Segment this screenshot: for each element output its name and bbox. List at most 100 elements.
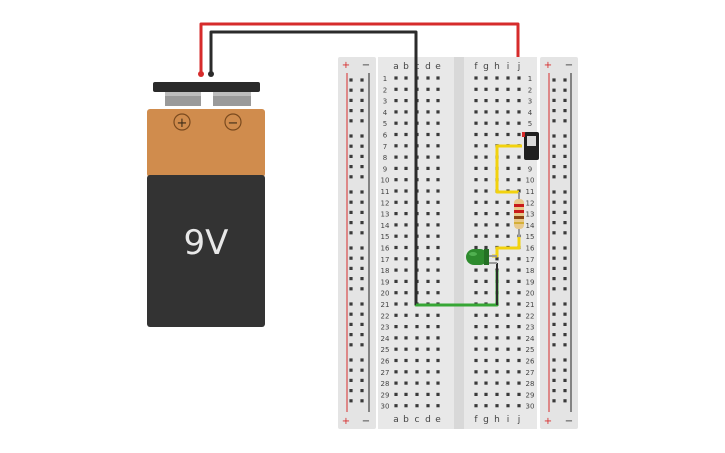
breadboard-hole[interactable]	[436, 381, 440, 385]
breadboard-hole[interactable]	[484, 155, 488, 159]
breadboard-hole[interactable]	[436, 358, 440, 363]
rail-hole[interactable]	[349, 190, 353, 194]
breadboard-hole[interactable]	[474, 291, 478, 295]
rail-hole[interactable]	[360, 175, 364, 179]
breadboard-hole[interactable]	[404, 381, 408, 385]
breadboard-hole[interactable]	[426, 381, 430, 385]
rail-hole[interactable]	[349, 210, 353, 214]
breadboard-hole[interactable]	[394, 99, 398, 103]
breadboard-hole[interactable]	[474, 234, 478, 238]
breadboard-hole[interactable]	[484, 189, 488, 193]
breadboard-hole[interactable]	[426, 87, 430, 91]
rail-hole[interactable]	[360, 312, 364, 316]
breadboard-hole[interactable]	[404, 200, 408, 204]
breadboard-hole[interactable]	[404, 313, 408, 317]
breadboard-hole[interactable]	[495, 132, 499, 137]
breadboard-hole[interactable]	[484, 336, 488, 340]
breadboard-hole[interactable]	[426, 166, 430, 170]
breadboard-hole[interactable]	[404, 392, 408, 396]
breadboard-hole[interactable]	[415, 358, 419, 363]
breadboard-hole[interactable]	[404, 223, 408, 227]
breadboard-hole[interactable]	[394, 302, 398, 306]
breadboard-hole[interactable]	[426, 291, 430, 295]
breadboard-hole[interactable]	[474, 358, 478, 363]
breadboard-hole[interactable]	[394, 358, 398, 363]
rail-hole[interactable]	[563, 175, 567, 179]
rail-hole[interactable]	[563, 333, 567, 337]
breadboard-hole[interactable]	[517, 302, 521, 306]
breadboard-hole[interactable]	[404, 178, 408, 182]
breadboard-hole[interactable]	[394, 325, 398, 329]
breadboard-hole[interactable]	[436, 313, 440, 317]
breadboard-hole[interactable]	[474, 268, 478, 272]
rail-hole[interactable]	[349, 266, 353, 270]
breadboard-hole[interactable]	[474, 404, 478, 408]
breadboard-hole[interactable]	[506, 223, 510, 227]
rail-hole[interactable]	[349, 333, 353, 337]
rail-hole[interactable]	[552, 109, 556, 113]
breadboard-hole[interactable]	[426, 268, 430, 272]
breadboard-hole[interactable]	[495, 404, 499, 408]
breadboard-hole[interactable]	[426, 336, 430, 340]
rail-hole[interactable]	[563, 88, 567, 92]
breadboard-hole[interactable]	[404, 99, 408, 103]
rail-hole[interactable]	[552, 277, 556, 281]
rail-hole[interactable]	[360, 134, 364, 138]
breadboard-hole[interactable]	[506, 212, 510, 216]
breadboard-hole[interactable]	[415, 381, 419, 385]
breadboard-hole[interactable]	[426, 279, 430, 283]
breadboard[interactable]: + − + − + − + − 112233445566778899101011…	[338, 57, 578, 429]
breadboard-hole[interactable]	[517, 381, 521, 385]
breadboard-hole[interactable]	[394, 189, 398, 193]
breadboard-hole[interactable]	[506, 336, 510, 340]
breadboard-hole[interactable]	[474, 370, 478, 374]
breadboard-hole[interactable]	[506, 268, 510, 272]
breadboard-hole[interactable]	[394, 404, 398, 408]
rail-hole[interactable]	[552, 165, 556, 169]
rail-hole[interactable]	[552, 154, 556, 158]
breadboard-hole[interactable]	[404, 347, 408, 351]
breadboard-hole[interactable]	[495, 121, 499, 125]
breadboard-hole[interactable]	[495, 257, 499, 261]
rail-hole[interactable]	[349, 231, 353, 235]
breadboard-hole[interactable]	[517, 87, 521, 91]
breadboard-hole[interactable]	[484, 223, 488, 227]
rail-hole[interactable]	[552, 399, 556, 403]
breadboard-hole[interactable]	[426, 200, 430, 204]
breadboard-hole[interactable]	[436, 347, 440, 351]
breadboard-hole[interactable]	[474, 381, 478, 385]
breadboard-hole[interactable]	[394, 155, 398, 159]
breadboard-hole[interactable]	[506, 313, 510, 317]
breadboard-hole[interactable]	[506, 257, 510, 261]
rail-hole[interactable]	[349, 165, 353, 169]
green-led[interactable]	[466, 249, 497, 265]
breadboard-hole[interactable]	[517, 110, 521, 114]
breadboard-hole[interactable]	[436, 189, 440, 193]
rail-hole[interactable]	[360, 302, 364, 306]
breadboard-hole[interactable]	[415, 392, 419, 396]
breadboard-hole[interactable]	[404, 76, 408, 80]
breadboard-hole[interactable]	[426, 313, 430, 317]
breadboard-hole[interactable]	[404, 279, 408, 283]
breadboard-hole[interactable]	[506, 132, 510, 137]
breadboard-hole[interactable]	[394, 381, 398, 385]
breadboard-hole[interactable]	[474, 76, 478, 80]
breadboard-hole[interactable]	[484, 392, 488, 396]
breadboard-hole[interactable]	[474, 155, 478, 159]
breadboard-hole[interactable]	[517, 291, 521, 295]
rail-hole[interactable]	[563, 221, 567, 225]
rail-hole[interactable]	[563, 119, 567, 123]
breadboard-hole[interactable]	[426, 178, 430, 182]
breadboard-hole[interactable]	[404, 110, 408, 114]
breadboard-hole[interactable]	[484, 325, 488, 329]
breadboard-hole[interactable]	[484, 404, 488, 408]
breadboard-hole[interactable]	[436, 87, 440, 91]
rail-hole[interactable]	[360, 378, 364, 382]
rail-hole[interactable]	[349, 109, 353, 113]
rail-hole[interactable]	[552, 389, 556, 393]
rail-hole[interactable]	[349, 88, 353, 92]
breadboard-hole[interactable]	[474, 392, 478, 396]
breadboard-hole[interactable]	[426, 347, 430, 351]
rail-hole[interactable]	[552, 134, 556, 138]
breadboard-hole[interactable]	[517, 155, 521, 159]
